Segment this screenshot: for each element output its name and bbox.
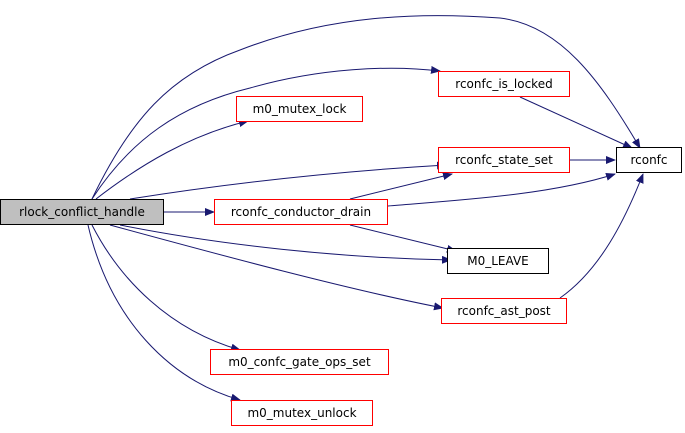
edge-root-to-rconfc-state-set bbox=[129, 161, 447, 200]
node-label-m0-leave: M0_LEAVE bbox=[467, 254, 529, 268]
node-label-rconfc-is-locked: rconfc_is_locked bbox=[455, 77, 552, 91]
edge-conductor-drain-to-rconfc-state-set bbox=[349, 172, 453, 200]
node-m0-mutex-lock[interactable]: m0_mutex_lock bbox=[236, 96, 363, 122]
edge-rconfc-is-locked-to-rconfc bbox=[519, 96, 633, 149]
node-rconfc-conductor-drain[interactable]: rconfc_conductor_drain bbox=[214, 199, 388, 225]
edge-root-to-rconfc bbox=[91, 15, 641, 200]
edge-root-to-rconfc-is-locked bbox=[91, 65, 441, 200]
node-rconfc-ast-post[interactable]: rconfc_ast_post bbox=[441, 298, 567, 324]
edge-conductor-drain-to-rconfc bbox=[387, 172, 616, 207]
edge-root-to-m0-confc-gate-ops-set bbox=[91, 224, 241, 352]
edge-root-to-m0-mutex-unlock bbox=[87, 224, 241, 402]
edge-conductor-drain-to-m0-leave bbox=[349, 224, 457, 253]
edge-root-to-m0-leave bbox=[119, 224, 452, 264]
node-rconfc-state-set[interactable]: rconfc_state_set bbox=[438, 147, 570, 173]
node-rconfc-is-locked[interactable]: rconfc_is_locked bbox=[438, 71, 570, 97]
node-label-m0-confc-gate-ops-set: m0_confc_gate_ops_set bbox=[228, 355, 371, 369]
node-rconfc[interactable]: rconfc bbox=[616, 147, 682, 173]
node-label-rlock-conflict-handle: rlock_conflict_handle bbox=[19, 205, 145, 219]
node-label-m0-mutex-unlock: m0_mutex_unlock bbox=[247, 406, 356, 420]
node-m0-mutex-unlock[interactable]: m0_mutex_unlock bbox=[231, 400, 373, 426]
edges bbox=[87, 15, 644, 402]
node-rlock-conflict-handle[interactable]: rlock_conflict_handle bbox=[0, 199, 164, 225]
edge-rconfc-ast-post-to-rconfc bbox=[559, 173, 644, 299]
node-label-rconfc-conductor-drain: rconfc_conductor_drain bbox=[231, 205, 371, 219]
node-m0-confc-gate-ops-set[interactable]: m0_confc_gate_ops_set bbox=[210, 349, 389, 375]
node-m0-leave[interactable]: M0_LEAVE bbox=[447, 248, 549, 274]
edge-root-to-rconfc-ast-post bbox=[109, 224, 444, 311]
node-label-m0-mutex-lock: m0_mutex_lock bbox=[253, 102, 347, 116]
edge-root-to-m0-mutex-lock bbox=[95, 119, 249, 200]
node-label-rconfc: rconfc bbox=[630, 153, 667, 167]
node-label-rconfc-state-set: rconfc_state_set bbox=[455, 153, 553, 167]
node-label-rconfc-ast-post: rconfc_ast_post bbox=[457, 304, 551, 318]
